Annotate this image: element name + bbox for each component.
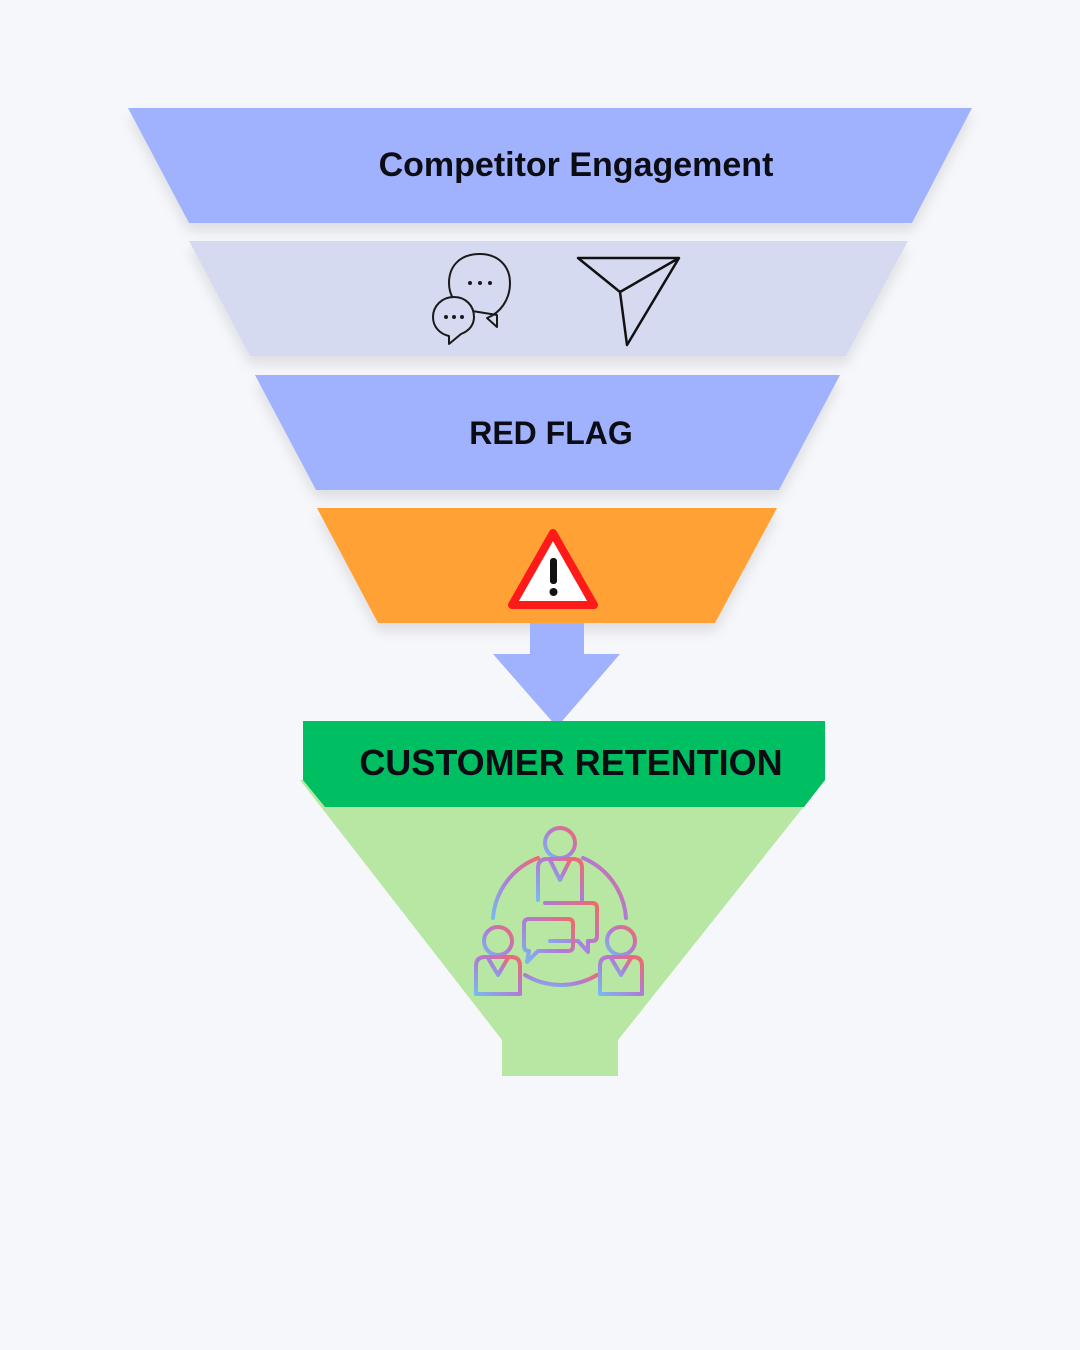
arrow-down-icon (493, 623, 620, 727)
retention-banner-shape (303, 721, 825, 807)
retention-body-shape (300, 780, 825, 1076)
send-icon (576, 256, 681, 347)
stage2-shape (189, 241, 908, 356)
stage3-shape (255, 375, 840, 490)
stage1-shape (128, 108, 972, 223)
funnel-stage-competitor-engagement: Competitor Engagement (128, 108, 972, 223)
funnel-stage-customer-retention: CUSTOMER RETENTION (300, 721, 825, 1076)
funnel-stage-warning (317, 508, 777, 623)
warning-icon (508, 529, 598, 609)
stage3-label: RED FLAG (469, 415, 633, 451)
funnel-stage-communication (189, 241, 908, 356)
funnel-stage-red-flag: RED FLAG (255, 375, 840, 490)
chat-bubbles-icon (432, 253, 511, 345)
retention-label: CUSTOMER RETENTION (359, 742, 782, 783)
team-discussion-icon (474, 826, 644, 996)
stage1-label: Competitor Engagement (379, 146, 774, 184)
